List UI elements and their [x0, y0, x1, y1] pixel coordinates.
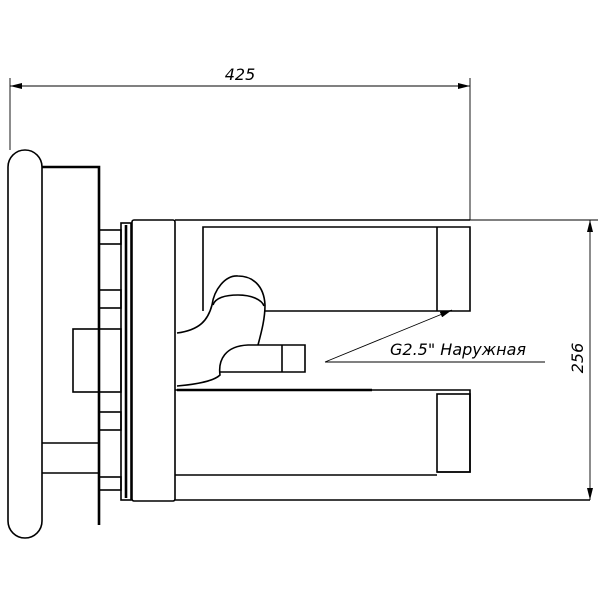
dimension-width — [9, 78, 471, 220]
center-block — [72, 328, 122, 393]
lower-nut — [436, 393, 471, 473]
upper-pipe — [202, 226, 471, 312]
elbow-outer — [176, 275, 266, 346]
handwheel-rim — [7, 149, 43, 539]
thread-callout-leader — [324, 309, 545, 363]
dimension-height-label: 256 — [568, 343, 587, 374]
thread-callout-label: G2.5" Наружная — [390, 340, 526, 359]
body-housing — [42, 165, 101, 525]
dimension-width-label: 425 — [225, 65, 256, 84]
lower-pipe — [175, 389, 471, 473]
dimension-height — [470, 219, 598, 500]
studs — [98, 229, 122, 491]
flange — [131, 219, 176, 502]
gasket — [120, 222, 132, 501]
